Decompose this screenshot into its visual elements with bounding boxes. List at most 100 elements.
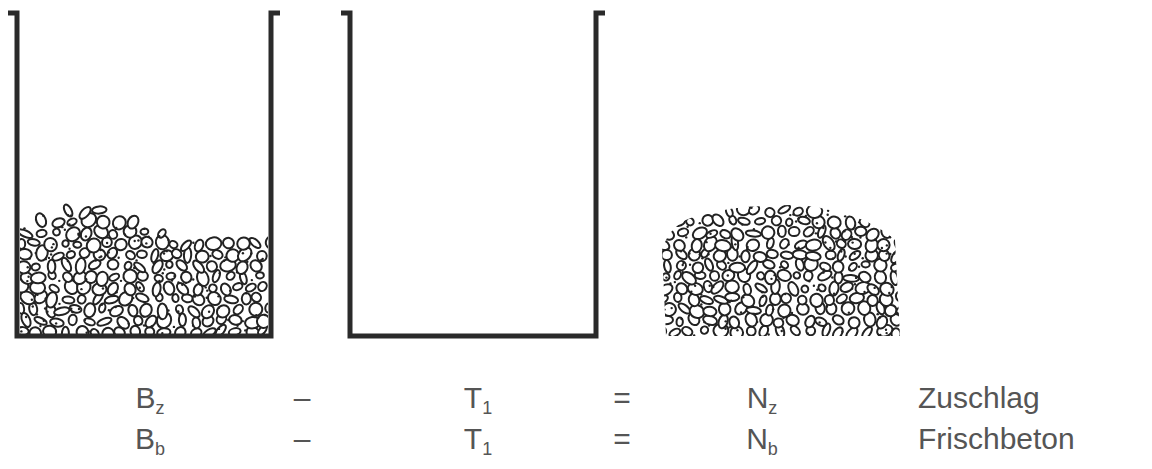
sand-grain bbox=[163, 268, 165, 270]
pebble bbox=[789, 227, 800, 236]
sand-grain bbox=[115, 227, 117, 229]
pebble bbox=[193, 238, 205, 252]
sand-grain bbox=[826, 305, 828, 307]
sand-grain bbox=[688, 252, 690, 254]
pebble bbox=[741, 250, 750, 262]
sand-grain bbox=[815, 232, 817, 234]
pebble bbox=[656, 325, 668, 337]
sand-grain bbox=[730, 300, 732, 302]
sand-grain bbox=[145, 242, 147, 244]
sand-grain bbox=[85, 278, 87, 280]
pebble bbox=[219, 282, 233, 297]
pebble bbox=[848, 238, 862, 249]
pebble bbox=[51, 217, 66, 230]
pebble bbox=[33, 315, 48, 326]
pebble bbox=[150, 248, 160, 263]
pebble bbox=[709, 279, 725, 296]
pebble bbox=[685, 216, 696, 227]
sand-grain bbox=[770, 278, 772, 280]
pebble bbox=[125, 214, 140, 231]
sand-grain bbox=[694, 285, 696, 287]
pebble bbox=[802, 225, 816, 238]
sand-grain bbox=[151, 325, 153, 327]
pebble bbox=[848, 249, 862, 262]
pebble bbox=[864, 226, 881, 243]
pebble bbox=[668, 327, 681, 338]
sand-grain bbox=[838, 260, 840, 262]
pebble bbox=[179, 239, 193, 253]
sand-grain bbox=[133, 267, 135, 269]
sand-grain bbox=[163, 252, 165, 254]
sand-grain bbox=[892, 328, 894, 330]
sand-grain bbox=[736, 329, 738, 331]
sand-grain bbox=[209, 255, 211, 257]
pebble bbox=[737, 216, 750, 226]
sand-grain bbox=[153, 262, 155, 264]
pebble bbox=[232, 303, 245, 316]
pebble bbox=[179, 314, 186, 327]
sand-grain bbox=[690, 291, 692, 293]
pebble bbox=[20, 239, 25, 249]
sand-grain bbox=[860, 214, 862, 216]
sand-grain bbox=[106, 242, 108, 244]
sand-grain bbox=[873, 287, 875, 289]
sand-grain bbox=[861, 257, 863, 259]
sand-grain bbox=[816, 288, 818, 290]
pebble bbox=[79, 226, 94, 242]
sand-grain bbox=[687, 215, 689, 217]
sand-grain bbox=[792, 213, 794, 215]
pebble bbox=[806, 204, 823, 219]
pebble bbox=[660, 227, 676, 242]
sand-grain bbox=[686, 226, 688, 228]
pebble bbox=[48, 260, 56, 273]
sand-grain bbox=[741, 223, 743, 225]
pebble bbox=[62, 296, 75, 304]
sand-grain bbox=[734, 243, 736, 245]
sand-grain bbox=[102, 287, 104, 289]
pebble bbox=[827, 216, 842, 230]
pebble bbox=[205, 236, 222, 251]
sand-grain bbox=[665, 276, 667, 278]
formula-symbol: Bz bbox=[135, 383, 164, 413]
pebble bbox=[865, 282, 881, 297]
sand-grain bbox=[50, 253, 52, 255]
sand-grain bbox=[162, 272, 164, 274]
sand-grain bbox=[682, 262, 684, 264]
pebble bbox=[893, 225, 911, 242]
pebble bbox=[676, 317, 683, 326]
pebble bbox=[699, 295, 714, 306]
sand-grain bbox=[729, 221, 731, 223]
sand-grain bbox=[158, 280, 160, 282]
pebble bbox=[777, 204, 791, 216]
pebble bbox=[747, 203, 761, 216]
sand-grain bbox=[859, 236, 861, 238]
sand-grain bbox=[250, 252, 252, 254]
sand-grain bbox=[674, 281, 676, 283]
formula-symbol: = bbox=[613, 424, 631, 454]
sand-grain bbox=[833, 292, 835, 294]
sand-grain bbox=[88, 330, 90, 332]
sand-grain bbox=[844, 255, 846, 257]
pebble bbox=[745, 238, 761, 253]
pebble bbox=[765, 304, 774, 316]
pebble bbox=[661, 272, 671, 282]
sand-grain bbox=[707, 253, 709, 255]
sand-grain bbox=[709, 284, 711, 286]
pebble bbox=[152, 282, 162, 297]
sand-grain bbox=[35, 252, 37, 254]
sand-grain bbox=[832, 257, 834, 259]
pebble bbox=[264, 234, 268, 251]
pebble bbox=[753, 251, 768, 263]
sand-grain bbox=[55, 322, 57, 324]
pebble bbox=[670, 216, 685, 227]
pebble bbox=[104, 295, 119, 305]
pebble bbox=[77, 205, 92, 221]
pebble bbox=[705, 229, 718, 240]
pebble bbox=[42, 236, 59, 253]
sand-grain bbox=[51, 246, 53, 248]
sand-grain bbox=[32, 305, 34, 307]
pebble bbox=[797, 295, 807, 305]
pebble bbox=[699, 325, 709, 335]
sand-grain bbox=[709, 233, 711, 235]
sand-grain bbox=[863, 291, 865, 293]
